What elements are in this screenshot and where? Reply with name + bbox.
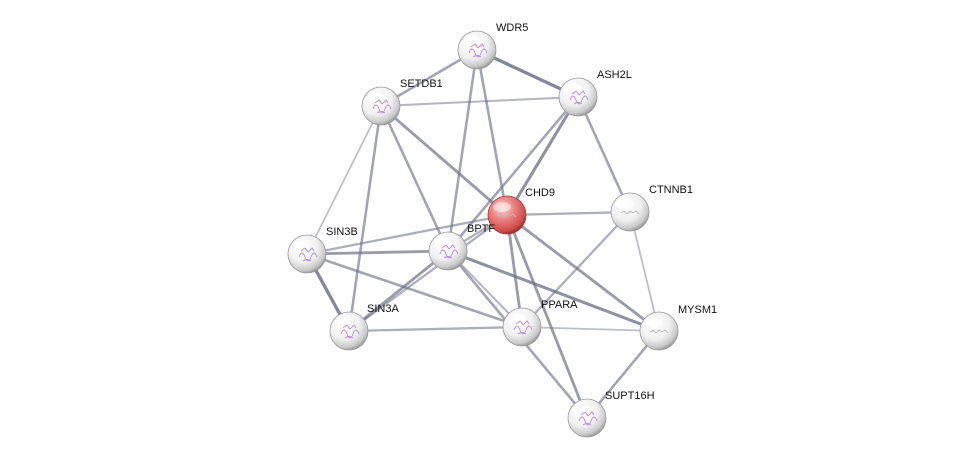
node-wdr5[interactable]: WDR5 xyxy=(457,22,528,70)
protein-structure-icon xyxy=(513,320,533,335)
edge-bptf-mysm1[interactable] xyxy=(446,249,661,333)
edge-chd9-sin3b[interactable] xyxy=(305,213,509,256)
edge-chd9-supt16h[interactable] xyxy=(505,213,589,420)
protein-structure-icon xyxy=(340,324,360,339)
node-gloss xyxy=(293,241,311,251)
node-setdb1[interactable]: SETDB1 xyxy=(361,78,443,126)
edge-ctnnb1-mysm1[interactable] xyxy=(629,211,660,332)
node-sphere[interactable] xyxy=(428,231,468,271)
edge-ctnnb1-ppara[interactable] xyxy=(520,210,632,329)
node-sphere[interactable] xyxy=(487,195,527,235)
node-gloss xyxy=(335,318,353,328)
node-label: SIN3B xyxy=(326,226,358,238)
edge-sin3b-bptf[interactable] xyxy=(305,249,450,256)
edge-ppara-mysm1[interactable] xyxy=(521,326,660,332)
node-label: WDR5 xyxy=(496,22,528,34)
edge-sin3b-ppara[interactable] xyxy=(305,252,524,329)
structure-placeholder-icon xyxy=(649,329,669,334)
node-chd9[interactable]: CHD9 xyxy=(487,187,555,235)
edge-wdr5-bptf[interactable] xyxy=(446,48,479,253)
node-gloss xyxy=(493,202,511,212)
node-gloss xyxy=(564,84,582,94)
node-gloss xyxy=(616,199,634,209)
node-sphere[interactable] xyxy=(287,234,327,274)
node-sphere[interactable] xyxy=(361,86,401,126)
node-sphere[interactable] xyxy=(558,77,598,117)
node-sin3a[interactable]: SIN3A xyxy=(329,303,399,351)
edge-bptf-sin3a[interactable] xyxy=(347,249,450,333)
node-gloss xyxy=(508,314,526,324)
node-ctnnb1[interactable]: CTNNB1 xyxy=(610,184,693,232)
edge-ash2l-chd9[interactable] xyxy=(505,95,580,217)
protein-structure-icon xyxy=(468,43,488,58)
node-sphere[interactable] xyxy=(567,398,607,438)
protein-structure-icon xyxy=(439,244,459,259)
edge-setdb1-chd9[interactable] xyxy=(379,104,509,217)
node-label: SUPT16H xyxy=(605,390,655,402)
edge-setdb1-bptf[interactable] xyxy=(379,104,450,253)
node-sphere[interactable] xyxy=(457,30,497,70)
edge-ash2l-ctnnb1[interactable] xyxy=(576,95,632,214)
edge-chd9-sin3a[interactable] xyxy=(347,213,509,333)
protein-structure-icon xyxy=(298,247,318,262)
node-supt16h[interactable]: SUPT16H xyxy=(567,390,655,438)
node-label: ASH2L xyxy=(597,69,632,81)
node-gloss xyxy=(367,93,385,103)
edge-ash2l-setdb1[interactable] xyxy=(379,95,580,108)
protein-structure-icon xyxy=(569,90,589,105)
node-label: PPARA xyxy=(541,299,578,311)
node-sphere[interactable] xyxy=(639,311,679,351)
node-sin3b[interactable]: SIN3B xyxy=(287,226,358,274)
edge-chd9-ctnnb1[interactable] xyxy=(505,210,632,217)
edge-sin3a-ppara[interactable] xyxy=(347,325,524,333)
node-label: BPTF xyxy=(467,223,495,235)
node-bptf[interactable]: BPTF xyxy=(428,223,495,271)
node-gloss xyxy=(434,238,452,248)
node-gloss xyxy=(645,318,663,328)
node-label: CHD9 xyxy=(525,187,555,199)
structure-placeholder-icon xyxy=(620,210,640,215)
node-gloss xyxy=(573,405,591,415)
node-label: CTNNB1 xyxy=(649,184,693,196)
node-mysm1[interactable]: MYSM1 xyxy=(639,304,717,351)
structure-placeholder-icon xyxy=(497,213,517,218)
node-sphere[interactable] xyxy=(502,307,542,347)
node-sphere[interactable] xyxy=(329,311,369,351)
node-sphere[interactable] xyxy=(610,192,650,232)
node-label: SIN3A xyxy=(367,303,399,315)
protein-structure-icon xyxy=(372,99,392,114)
edge-chd9-mysm1[interactable] xyxy=(505,213,661,333)
node-ppara[interactable]: PPARA xyxy=(502,299,578,347)
node-label: MYSM1 xyxy=(678,304,717,316)
node-ash2l[interactable]: ASH2L xyxy=(558,69,632,117)
edge-setdb1-sin3a[interactable] xyxy=(347,104,383,333)
edge-setdb1-sin3b[interactable] xyxy=(306,105,382,255)
protein-structure-icon xyxy=(578,411,598,426)
edge-ash2l-bptf[interactable] xyxy=(446,95,580,253)
node-gloss xyxy=(463,37,481,47)
edge-wdr5-chd9[interactable] xyxy=(475,48,509,217)
node-label: SETDB1 xyxy=(400,78,443,90)
